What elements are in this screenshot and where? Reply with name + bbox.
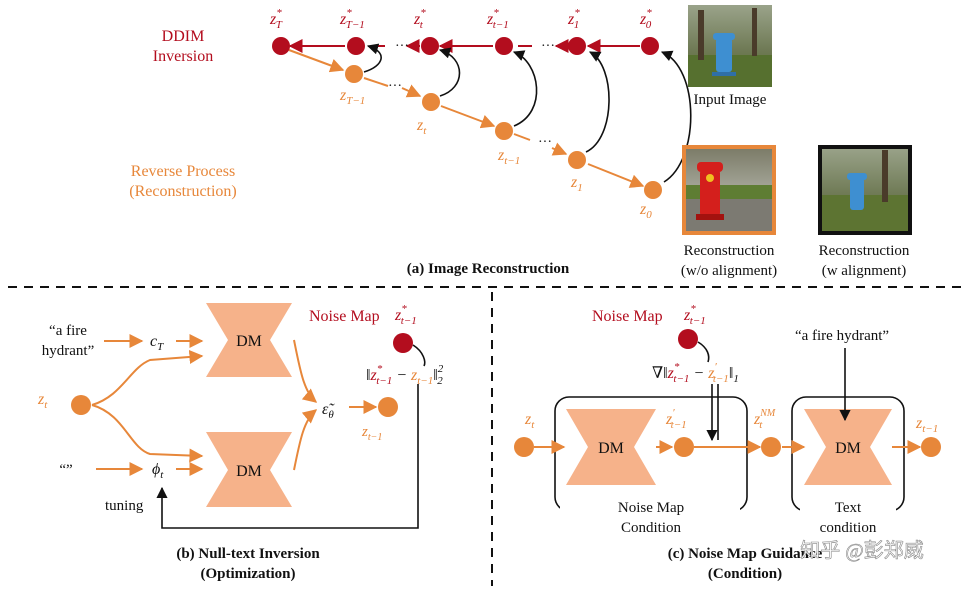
prompt-text-line2: hydrant”	[42, 343, 94, 359]
ellipsis-top-1: ···	[395, 39, 409, 54]
reverse-node-4	[644, 181, 662, 199]
tuning-feedback-arrow	[156, 384, 419, 529]
empty-prompt: “”	[59, 462, 72, 478]
prompt-text-line1: “a fire	[49, 323, 87, 339]
reverse-node-label-4: z0	[639, 201, 652, 221]
z-t-node-b	[71, 395, 91, 415]
dm-label-conditional: DM	[236, 333, 262, 350]
z-star-label-c: z*t−1	[683, 303, 706, 327]
ddim-node-4	[568, 37, 586, 55]
z-out-node-c	[921, 437, 941, 457]
noise-map-condition-line2: Condition	[621, 520, 682, 536]
section-a-image-reconstruction: DDIM Inversion Reverse Process (Reconstr…	[129, 5, 912, 279]
phi-t-label: ϕt	[152, 461, 164, 481]
reverse-label-line1: Reverse Process	[131, 163, 235, 180]
noise-map-label-c: Noise Map	[592, 308, 663, 325]
ddim-node-label-4: z*1	[567, 7, 580, 31]
ellipsis-bottom-1: ···	[388, 79, 402, 94]
dm-block-conditional	[206, 303, 292, 377]
dm-label-unconditional: DM	[236, 463, 262, 480]
caption-c-line2: (Condition)	[708, 566, 782, 582]
reverse-node-1	[422, 93, 440, 111]
ddim-label-line2: Inversion	[153, 48, 213, 65]
ddim-node-label-1: z*T−1	[339, 7, 365, 31]
z-nm-node	[761, 437, 781, 457]
caption-b-line2: (Optimization)	[201, 566, 296, 582]
reverse-label-line2: (Reconstruction)	[129, 183, 237, 200]
text-condition-line2: condition	[820, 520, 877, 536]
z-star-node-b	[393, 333, 413, 353]
reverse-latent-nodes: zT−1 zt zt−1 z1 z0	[339, 65, 662, 221]
text-condition-mask	[800, 500, 896, 540]
watermark: 知乎 @彭郑威	[800, 539, 923, 562]
epsilon-theta-label: ε̃θ	[322, 401, 335, 421]
dm-block-text	[804, 409, 892, 485]
dm-label-noise-map: DM	[598, 440, 624, 457]
dm-block-noise-map	[566, 409, 656, 485]
dm-block-unconditional	[206, 432, 292, 507]
z-prime-label: z′t−1	[665, 407, 687, 431]
reverse-node-label-1: zt	[416, 117, 427, 137]
ellipsis-bottom-2: ···	[538, 135, 552, 150]
noise-map-condition-line1: Noise Map	[618, 500, 684, 516]
ddim-node-1	[347, 37, 365, 55]
caption-a: (a) Image Reconstruction	[407, 261, 570, 277]
target-link-c	[697, 341, 710, 363]
reverse-node-0	[345, 65, 363, 83]
ddim-node-label-2: z*t	[413, 7, 426, 31]
target-link-b	[412, 344, 426, 367]
z-t-minus-1-label-b: zt−1	[361, 424, 382, 443]
ddim-node-label-5: z*0	[639, 7, 652, 31]
z-t-label-b: zt	[37, 391, 48, 411]
reverse-node-label-0: zT−1	[339, 87, 365, 107]
noise-map-label-b: Noise Map	[309, 308, 380, 325]
ddim-node-5	[641, 37, 659, 55]
ddim-node-0	[272, 37, 290, 55]
tuning-label: tuning	[105, 498, 144, 514]
reverse-node-label-2: zt−1	[497, 147, 520, 167]
reverse-process-arrows	[288, 49, 645, 188]
c-T-label: cT	[150, 333, 164, 353]
gradient-expression: ∇‖z*t−1 − z′t−1‖1	[652, 361, 739, 385]
ddim-node-label-0: z*T	[269, 7, 283, 31]
ddim-node-2	[421, 37, 439, 55]
caption-b-line1: (b) Null-text Inversion	[176, 546, 320, 562]
z-star-label-b: z*t−1	[394, 303, 417, 327]
recon-wo-caption-line2: (w/o alignment)	[681, 263, 777, 279]
ddim-node-label-3: z*t−1	[486, 7, 509, 31]
ddim-node-3	[495, 37, 513, 55]
z-t-minus-1-node-b	[378, 397, 398, 417]
recon-wo-caption-line1: Reconstruction	[684, 243, 775, 259]
caption-c-line1: (c) Noise Map Guidance	[668, 546, 823, 562]
z-out-label-c: zt−1	[915, 415, 938, 435]
z-t-label-c: zt	[524, 411, 535, 431]
input-image	[688, 5, 772, 87]
z-prime-node	[674, 437, 694, 457]
noise-map-condition-mask	[560, 500, 740, 540]
reconstruction-without-alignment-image	[682, 145, 776, 235]
input-image-caption: Input Image	[694, 92, 767, 108]
reconstruction-with-alignment-image	[818, 145, 912, 235]
section-c-noise-map-guidance: Noise Map z*t−1 ∇‖z*t−1 − z′t−1‖1 Noise …	[514, 303, 941, 582]
recon-w-caption-line2: (w alignment)	[822, 263, 907, 279]
reverse-node-3	[568, 151, 586, 169]
ellipsis-top-2: ···	[541, 39, 555, 54]
reverse-node-label-3: z1	[570, 174, 583, 194]
z-t-node-c	[514, 437, 534, 457]
dm-label-text: DM	[835, 440, 861, 457]
text-prompt-c: “a fire hydrant”	[795, 328, 889, 344]
ddim-label-line1: DDIM	[162, 28, 205, 45]
reverse-node-2	[495, 122, 513, 140]
section-b-null-text-inversion: “a fire hydrant” “” DM DM cT ϕt zt ε̃θ z	[37, 303, 444, 582]
section-b-arrows	[91, 334, 378, 476]
text-condition-line1: Text	[835, 500, 862, 516]
alignment-arrows	[363, 43, 692, 183]
ddim-latent-nodes: z*T z*T−1 z*t z*t−1 z*1 z*0	[269, 7, 659, 55]
recon-w-caption-line1: Reconstruction	[819, 243, 910, 259]
z-star-node-c	[678, 329, 698, 349]
